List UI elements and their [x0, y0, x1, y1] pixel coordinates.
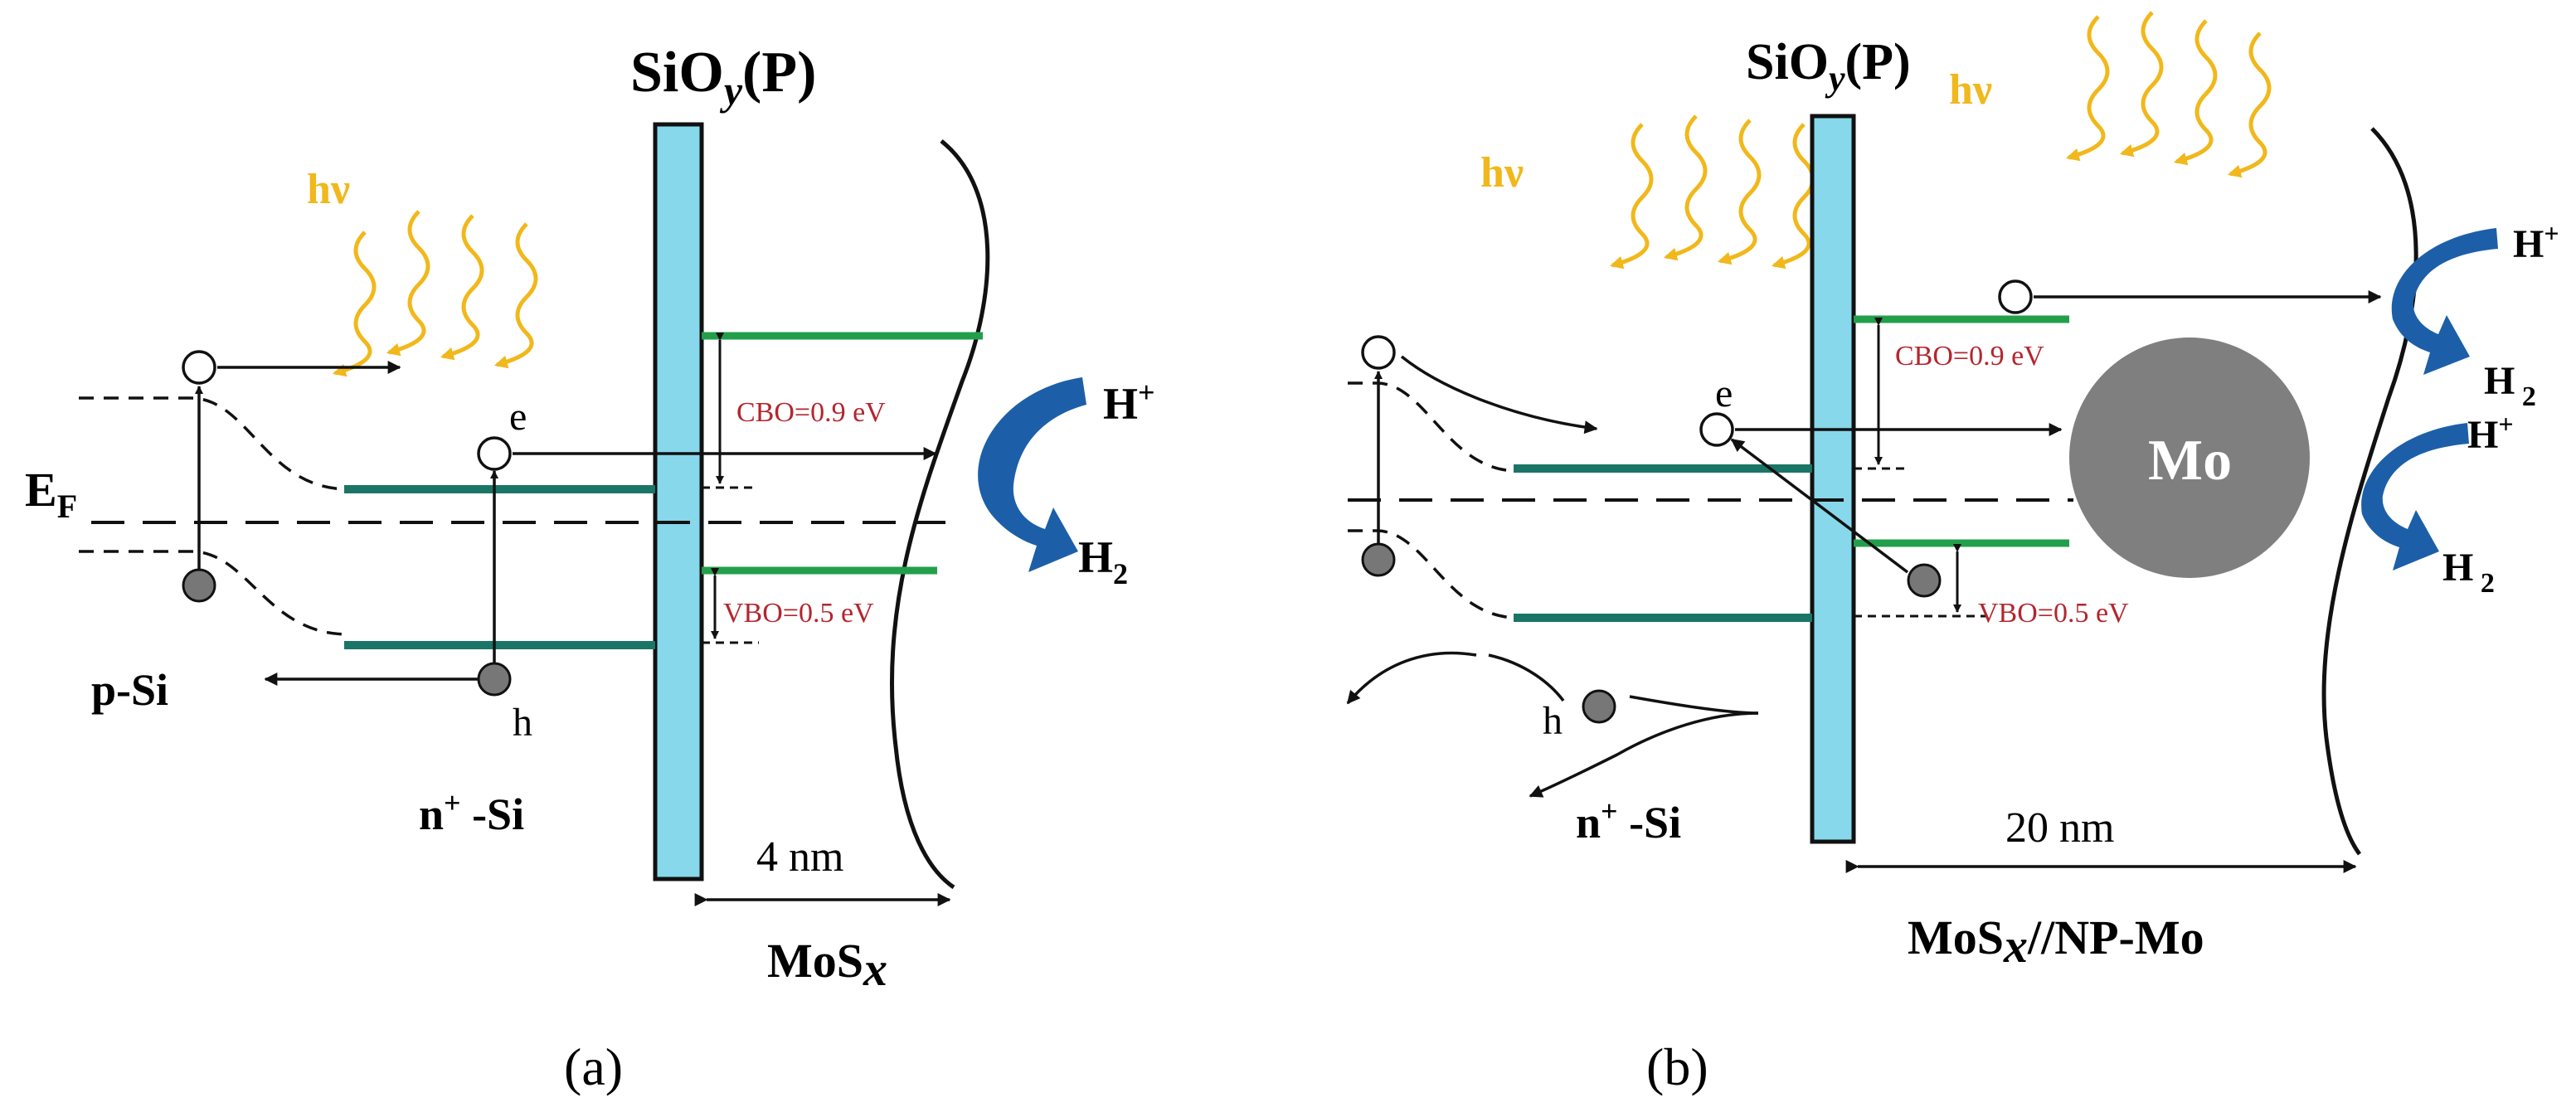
panel-b: hν hν SiOy(P) CBO=0.9 eV VBO=0.5 eV — [1346, 11, 2559, 1096]
n-si-electron-left — [1361, 335, 1396, 370]
oxide-label: SiOy(P) — [630, 41, 816, 114]
oxide-layer — [653, 122, 704, 881]
hole-wedge-path — [1529, 711, 1759, 798]
n-si-electron — [477, 436, 512, 471]
hole-drift-arrow-left — [1346, 651, 1477, 705]
sunlight-rays-icon — [332, 210, 538, 377]
panel-b-caption: (b) — [1646, 1037, 1708, 1096]
p-si-electron — [182, 350, 216, 385]
photon-label: hν — [307, 166, 350, 213]
n-si-label: n+ -Si — [1576, 794, 1681, 847]
p-si-valence-band — [79, 550, 349, 636]
fermi-level-label: EF — [25, 463, 77, 525]
n-si-electron — [1699, 412, 1734, 447]
electron-label: e — [1715, 371, 1733, 415]
n-si-conduction-band-bending — [1348, 381, 1519, 473]
photon-label-left: hν — [1480, 149, 1524, 197]
hole-path-upper — [1488, 653, 1565, 702]
vbo-label: VBO=0.5 eV — [1978, 598, 2129, 629]
hydrogen-label: H2 — [1078, 532, 1128, 590]
panel-a-caption: (a) — [564, 1037, 623, 1096]
panel-a: hν SiOy(P) EF CBO=0.9 eV VBO=0.5 eV — [25, 41, 1155, 1096]
mosx-label: MoSx — [767, 934, 887, 996]
n-si-hole-left — [1361, 542, 1396, 577]
proton-label-bottom: H+ — [2467, 409, 2514, 457]
cbo-label: CBO=0.9 eV — [1895, 341, 2044, 371]
proton-label: H+ — [1103, 376, 1155, 429]
p-si-label: p-Si — [91, 665, 168, 715]
hole-wedge-top — [1629, 695, 1759, 715]
mosx-surface-boundary — [890, 139, 990, 890]
proton-label-top: H+ — [2513, 218, 2559, 266]
mosx-surface-boundary — [2321, 127, 2418, 856]
mo-nanoparticle — [2069, 337, 2310, 578]
hydrogen-label-top: H 2 — [2484, 359, 2536, 412]
p-si-conduction-band — [79, 396, 349, 491]
n-si-hole — [1582, 689, 1616, 724]
thickness-label: 20 nm — [2005, 804, 2114, 852]
sunlight-rays-right-icon — [2065, 11, 2272, 178]
vbo-label: VBO=0.5 eV — [723, 598, 874, 629]
sunlight-rays-left-icon — [1609, 114, 1815, 270]
oxide-layer — [1810, 114, 1856, 844]
photon-label-right: hν — [1949, 66, 1992, 114]
hydrogen-evolution-arrow-icon — [978, 377, 1086, 572]
mosx-hole — [1907, 563, 1942, 598]
hydrogen-label-bottom: H 2 — [2442, 546, 2495, 599]
thickness-label: 4 nm — [756, 833, 843, 881]
cbo-label: CBO=0.9 eV — [736, 397, 886, 428]
mo-nanoparticle-label: Mo — [2148, 429, 2232, 493]
p-si-hole — [182, 568, 216, 603]
oxide-label: SiOy(P) — [1746, 34, 1911, 99]
hole-label: h — [1543, 699, 1563, 743]
n-si-hole — [477, 662, 512, 697]
mosx-electron — [1998, 279, 2033, 314]
hole-tunneling-arrow — [1730, 438, 1909, 574]
mosx-np-mo-label: MoSx//NP-Mo — [1908, 910, 2204, 973]
n-si-valence-band-bending — [1348, 529, 1519, 619]
hydrogen-evolution-arrow-bottom-icon — [2361, 423, 2469, 571]
hole-label: h — [513, 701, 532, 745]
hydrogen-evolution-arrow-top-icon — [2391, 228, 2498, 375]
electron-drift-arrow — [1400, 355, 1598, 435]
electron-label: e — [509, 395, 527, 439]
n-si-label: n+ -Si — [419, 786, 524, 839]
